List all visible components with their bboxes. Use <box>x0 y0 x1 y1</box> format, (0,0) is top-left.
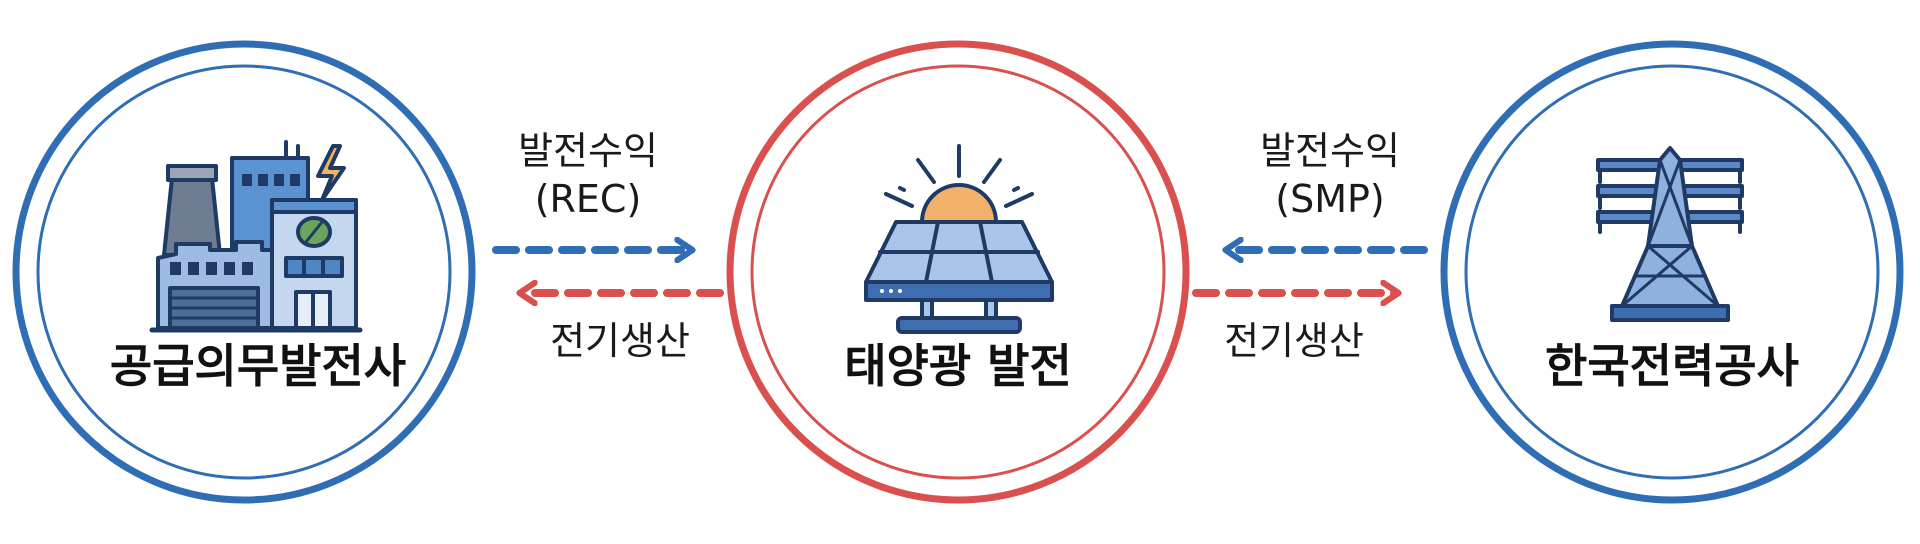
edge-left-revenue-line1: 발전수익 <box>518 129 658 173</box>
edge-right-revenue-line1: 발전수익 <box>1260 129 1400 173</box>
factory-icon <box>149 140 363 333</box>
edge-right-power-label: 전기생산 <box>1224 319 1364 363</box>
edge-left-revenue-line2: (REC) <box>535 177 642 221</box>
node-solar: 태양광 발전 <box>726 40 1190 504</box>
transmission-tower-icon <box>1596 146 1744 322</box>
node-kepco: 한국전력공사 <box>1440 40 1904 504</box>
edge-left-power: 전기생산 <box>522 293 724 363</box>
inner-ring <box>750 64 1166 480</box>
edge-right-power: 전기생산 <box>1192 293 1396 363</box>
inner-ring <box>36 64 452 480</box>
solar-panel-icon <box>864 144 1054 334</box>
node-supplier: 공급의무발전사 <box>12 40 476 504</box>
node-label-supplier: 공급의무발전사 <box>110 339 406 393</box>
edge-right-revenue-line2: (SMP) <box>1275 177 1384 221</box>
edge-left-power-label: 전기생산 <box>550 319 690 363</box>
edge-left-revenue: 발전수익 (REC) <box>492 129 690 250</box>
edge-right-revenue: 발전수익 (SMP) <box>1228 129 1428 250</box>
inner-ring <box>1464 64 1880 480</box>
node-label-kepco: 한국전력공사 <box>1545 339 1799 393</box>
node-label-solar: 태양광 발전 <box>844 339 1072 393</box>
